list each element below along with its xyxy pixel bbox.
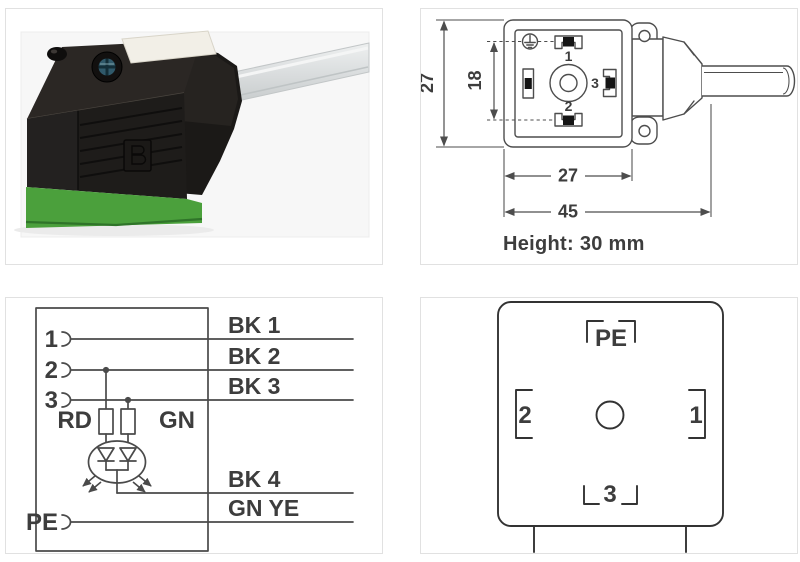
connector-face-view: 1 2 3 <box>487 19 633 148</box>
logo-emblem <box>123 139 152 172</box>
wiring-pin3-label: 3 <box>45 387 58 414</box>
product-photo-panel <box>5 8 383 265</box>
wiring-diagram-panel: 1 2 3 PE BK 1 BK 2 BK 3 BK 4 GN YE RD GN <box>5 297 383 554</box>
led-emission-arrows <box>82 475 152 493</box>
dim-27v-value: 27 <box>421 73 437 93</box>
pin3-position: 3 <box>583 481 638 508</box>
resistor-green-label: GN <box>159 407 195 434</box>
pinout-2-label: 2 <box>518 402 531 429</box>
pinout-pe-label: PE <box>595 325 627 352</box>
wiring-diagram: 1 2 3 PE BK 1 BK 2 BK 3 BK 4 GN YE RD GN <box>26 307 354 552</box>
connector-outline <box>35 307 209 552</box>
green-seal <box>25 187 203 228</box>
dim-45-value: 45 <box>558 202 578 222</box>
center-bore-inner <box>559 73 578 93</box>
shadow <box>14 224 214 236</box>
ear-hole-top <box>638 29 651 43</box>
resistor-red-label: RD <box>57 407 92 434</box>
pinout-1-label: 1 <box>689 402 702 429</box>
pin3-label: 3 <box>591 75 599 91</box>
dimension-drawing-panel: 1 2 3 27 18 27 45 <box>420 8 798 265</box>
resistor-green <box>120 408 136 435</box>
ground-symbol <box>521 33 539 50</box>
ear-hole-bottom <box>638 124 651 138</box>
dim-horizontal-27: 27 <box>503 149 633 217</box>
wire3-label: BK 3 <box>228 373 280 399</box>
wire-pe-label: GN YE <box>228 495 299 521</box>
product-photo <box>14 30 370 238</box>
pin1-position: 1 <box>688 389 706 439</box>
cable-gland-side-view <box>629 22 796 145</box>
pinout-3-label: 3 <box>603 481 616 508</box>
wires <box>69 338 354 523</box>
label-sticker <box>121 30 217 64</box>
wire4-label: BK 4 <box>228 466 281 492</box>
pinout-diagram: PE 2 1 3 <box>497 301 724 553</box>
center-hole <box>595 400 625 430</box>
led-indicator-circuit: RD GN <box>57 366 195 494</box>
pin1-label: 1 <box>565 48 573 64</box>
center-screw <box>91 51 123 83</box>
wire1-label: BK 1 <box>228 312 281 338</box>
pin2-label: 2 <box>565 98 573 114</box>
pinout-diagram-panel: PE 2 1 3 <box>420 297 798 554</box>
led-diode-1 <box>97 447 115 462</box>
dimension-drawing: 1 2 3 27 18 27 45 <box>421 19 796 255</box>
cable-side-view <box>702 65 796 97</box>
led-diode-2 <box>119 447 137 462</box>
cable <box>219 42 370 105</box>
gland-taper <box>662 36 703 121</box>
dim-18-value: 18 <box>465 70 485 90</box>
valve-body-outline <box>497 301 724 527</box>
dome-bump <box>47 47 67 61</box>
connector-front-face <box>27 93 187 199</box>
pin2-position: 2 <box>515 389 533 439</box>
dim-horizontal-45: 45 <box>504 104 712 222</box>
resistor-red <box>98 408 114 435</box>
dim-vertical-27: 27 <box>421 19 504 148</box>
dim-vertical-18: 18 <box>465 42 498 120</box>
dim-27h-value: 27 <box>558 166 578 186</box>
wiring-pe-label: PE <box>26 509 58 536</box>
cable-gland <box>178 45 242 195</box>
pe-position: PE <box>586 320 636 352</box>
height-note: Height: 30 mm <box>503 233 645 255</box>
wiring-pin1-label: 1 <box>45 326 58 353</box>
flange <box>631 38 664 117</box>
wiring-pin2-label: 2 <box>45 357 58 384</box>
wire2-label: BK 2 <box>228 343 280 369</box>
